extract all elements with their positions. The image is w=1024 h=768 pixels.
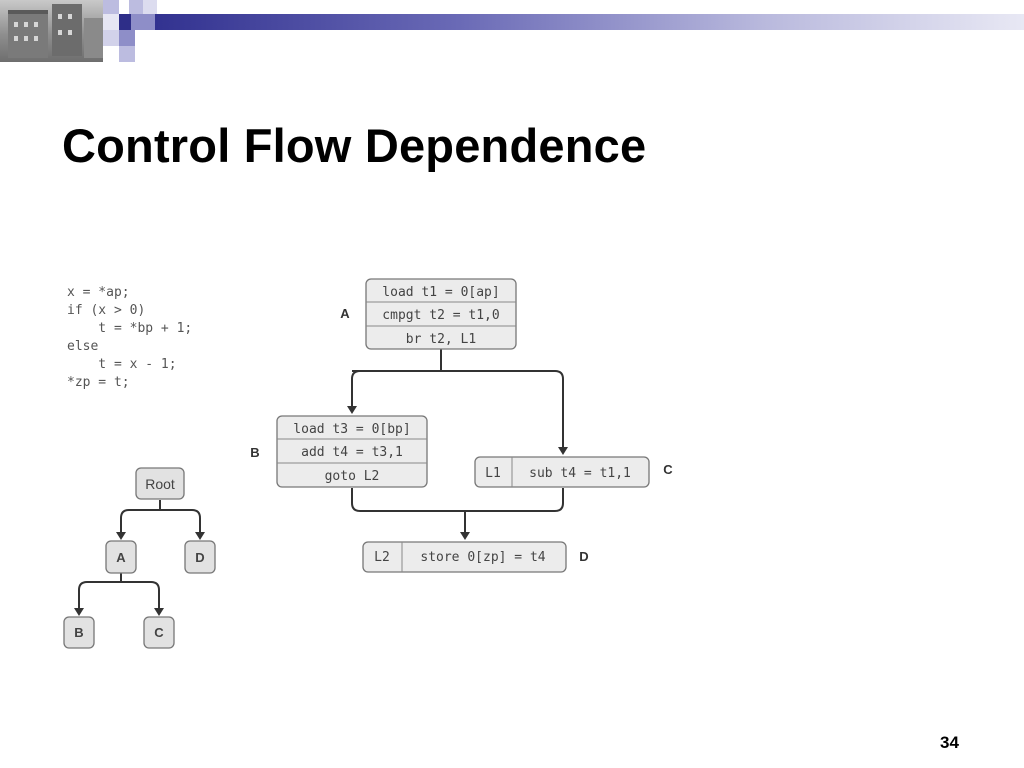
banner-square xyxy=(119,14,131,30)
tree-edge-a-split xyxy=(78,581,160,608)
arrowhead-to-b xyxy=(347,406,357,414)
edge-split-to-b xyxy=(352,370,564,447)
banner-square xyxy=(119,30,135,46)
block-b-row: add t4 = t3,1 xyxy=(301,445,403,460)
tree-node-d-label: D xyxy=(195,550,204,565)
code-line: if (x > 0) xyxy=(67,303,146,318)
code-line: *zp = t; xyxy=(67,375,130,390)
block-d-label: D xyxy=(579,549,588,564)
header-banner xyxy=(0,0,1024,64)
cfg-block-c: L1 sub t4 = t1,1 C xyxy=(474,456,673,488)
arrowhead-to-b xyxy=(74,608,84,616)
edge-b-to-join xyxy=(351,488,564,512)
banner-square xyxy=(103,0,119,14)
arrowhead-to-d xyxy=(195,532,205,540)
code-line: t = *bp + 1; xyxy=(67,321,193,336)
cfg-block-d: L2 store 0[zp] = t4 D xyxy=(362,541,589,573)
block-b-row: load t3 = 0[bp] xyxy=(293,422,410,437)
tree-node-root-label: Root xyxy=(145,476,175,492)
banner-square xyxy=(129,0,143,14)
campus-building-photo xyxy=(0,0,103,62)
code-line: else xyxy=(67,339,99,354)
tree-node-d xyxy=(184,540,216,574)
arrowhead-to-d xyxy=(460,532,470,540)
tree-node-a xyxy=(105,540,137,574)
code-line: t = x - 1; xyxy=(67,357,177,372)
block-a-row: br t2, L1 xyxy=(406,332,476,347)
block-c-instr: sub t4 = t1,1 xyxy=(529,466,631,481)
block-a-label: A xyxy=(340,306,350,321)
page-number: 34 xyxy=(940,733,959,752)
banner-square xyxy=(119,46,135,62)
banner-gradient-bar xyxy=(155,14,1024,30)
banner-square xyxy=(103,14,119,30)
tree-node-b xyxy=(63,616,95,649)
block-d-instr: store 0[zp] = t4 xyxy=(420,550,545,565)
arrowhead-to-c xyxy=(558,447,568,455)
cfg-block-a: load t1 = 0[ap] cmpgt t2 = t1,0 br t2, L… xyxy=(340,278,517,350)
banner-square xyxy=(143,0,157,14)
block-b-label: B xyxy=(250,445,259,460)
block-d-tag: L2 xyxy=(374,550,390,565)
cfg-edges xyxy=(347,349,568,540)
tree-node-b-label: B xyxy=(74,625,83,640)
block-a-row: cmpgt t2 = t1,0 xyxy=(382,308,499,323)
block-c-tag: L1 xyxy=(485,466,501,481)
arrowhead-to-c xyxy=(154,608,164,616)
arrowhead-to-a xyxy=(116,532,126,540)
edge-split-left xyxy=(351,370,361,406)
banner-square xyxy=(131,14,155,30)
code-line: x = *ap; xyxy=(67,285,130,300)
tree-node-c xyxy=(143,616,175,649)
block-b-row: goto L2 xyxy=(325,469,380,484)
tree-node-a-label: A xyxy=(116,550,126,565)
tree-edge-root-split xyxy=(120,509,201,532)
slide-title: Control Flow Dependence xyxy=(62,119,647,172)
block-c-label: C xyxy=(663,462,673,477)
tree-node-root xyxy=(135,467,185,500)
banner-square xyxy=(103,30,119,46)
dependence-tree: Root A D B C xyxy=(63,467,216,649)
tree-node-c-label: C xyxy=(154,625,164,640)
source-code: x = *ap; if (x > 0) t = *bp + 1; else t = … xyxy=(67,284,192,392)
cfg-block-b: load t3 = 0[bp] add t4 = t3,1 goto L2 B xyxy=(250,415,428,488)
block-a-row: load t1 = 0[ap] xyxy=(382,285,499,300)
